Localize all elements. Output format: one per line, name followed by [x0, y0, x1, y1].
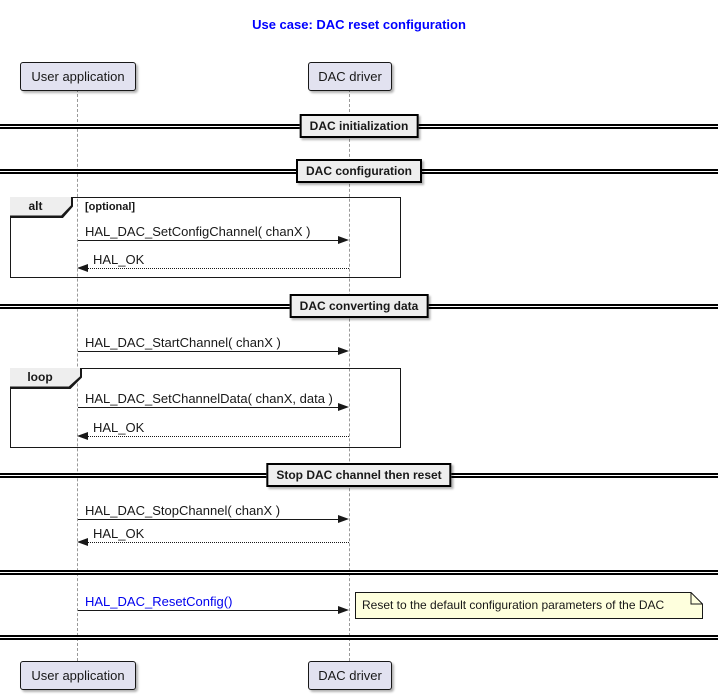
- message-line-dotted: [88, 268, 349, 269]
- message-line: [78, 240, 338, 241]
- divider-label-dac-initialization: DAC initialization: [299, 114, 419, 138]
- arrowhead-left-icon: [77, 432, 88, 440]
- message-ok-data: HAL_OK: [93, 420, 145, 435]
- arrowhead-right-icon: [338, 236, 349, 244]
- alt-fragment: [10, 197, 401, 278]
- participant-user-application-top: User application: [20, 62, 136, 91]
- message-ok-config: HAL_OK: [93, 252, 145, 267]
- lifeline-dac-driver: [349, 89, 350, 661]
- message-line: [78, 407, 338, 408]
- arrowhead-right-icon: [338, 606, 349, 614]
- participant-user-application-bottom: User application: [20, 661, 136, 690]
- arrowhead-right-icon: [338, 347, 349, 355]
- message-set-channel-data: HAL_DAC_SetChannelData( chanX, data ): [85, 391, 333, 406]
- message-line: [78, 610, 338, 611]
- note-reset-default: Reset to the default configuration param…: [355, 592, 703, 619]
- message-line-dotted: [88, 542, 349, 543]
- message-set-config-channel: HAL_DAC_SetConfigChannel( chanX ): [85, 224, 311, 239]
- loop-fragment: [10, 368, 401, 448]
- arrowhead-right-icon: [338, 403, 349, 411]
- divider-label-stop-dac-channel: Stop DAC channel then reset: [266, 463, 452, 487]
- arrowhead-right-icon: [338, 515, 349, 523]
- message-line-dotted: [88, 436, 349, 437]
- divider-line-plain-1: [0, 570, 718, 575]
- note-shape-icon: [355, 592, 703, 619]
- arrowhead-left-icon: [77, 264, 88, 272]
- diagram-title: Use case: DAC reset configuration: [252, 17, 466, 32]
- divider-label-dac-converting-data: DAC converting data: [289, 294, 429, 318]
- participant-label: User application: [31, 668, 125, 683]
- loop-fragment-tab: loop: [10, 368, 82, 389]
- message-reset-config-link[interactable]: HAL_DAC_ResetConfig(): [85, 594, 233, 609]
- message-start-channel: HAL_DAC_StartChannel( chanX ): [85, 335, 281, 350]
- divider-line-plain-2: [0, 635, 718, 640]
- message-ok-stop: HAL_OK: [93, 526, 145, 541]
- message-line: [78, 351, 338, 352]
- participant-label: User application: [31, 69, 125, 84]
- participant-label: DAC driver: [318, 668, 382, 683]
- message-stop-channel: HAL_DAC_StopChannel( chanX ): [85, 503, 281, 518]
- loop-operator-label: loop: [10, 368, 80, 387]
- participant-label: DAC driver: [318, 69, 382, 84]
- arrowhead-left-icon: [77, 538, 88, 546]
- participant-dac-driver-bottom: DAC driver: [308, 661, 392, 690]
- note-text: Reset to the default configuration param…: [362, 598, 665, 612]
- alt-guard-label: [optional]: [85, 201, 136, 213]
- alt-fragment-tab: alt: [10, 197, 73, 218]
- alt-operator-label: alt: [10, 197, 71, 216]
- message-line: [78, 519, 338, 520]
- participant-dac-driver-top: DAC driver: [308, 62, 392, 91]
- divider-label-dac-configuration: DAC configuration: [296, 159, 422, 183]
